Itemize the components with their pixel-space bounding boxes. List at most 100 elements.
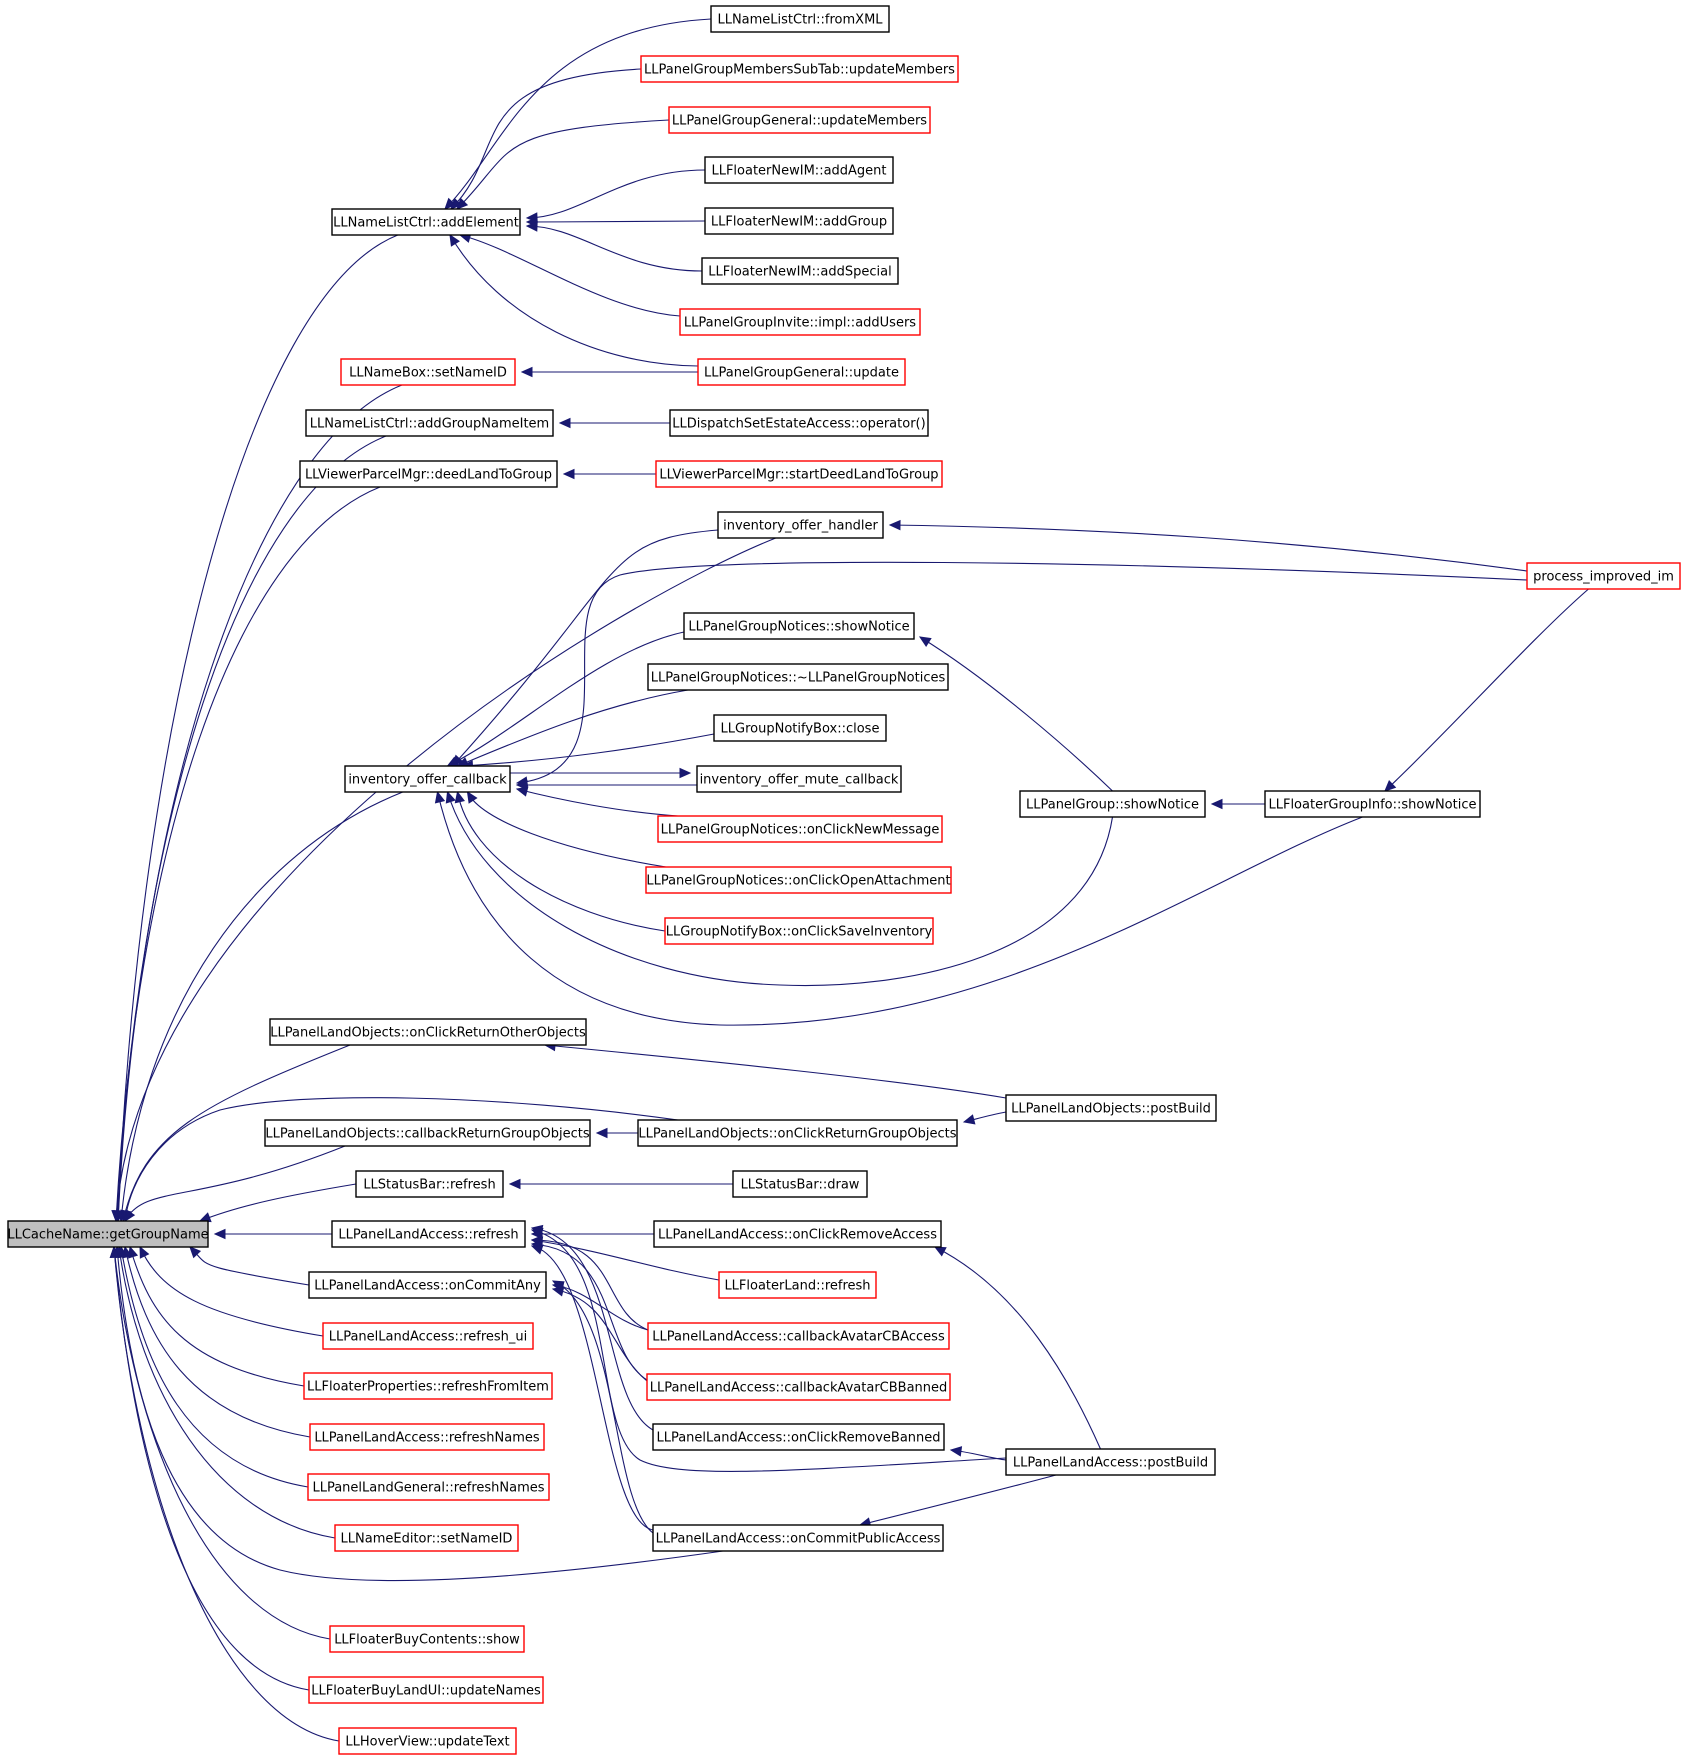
edge-path [531,1243,648,1381]
node-plaPostBuild[interactable]: LLPanelLandAccess::postBuild [1005,1448,1216,1476]
edge-pgShowNotice-to-showNoticePGN [918,636,1113,792]
node-addAgent[interactable]: LLFloaterNewIM::addAgent [704,156,894,184]
arrowhead [444,197,457,210]
node-setNameID[interactable]: LLNameBox::setNameID [340,358,516,386]
node-sbRefresh[interactable]: LLStatusBar::refresh [355,1170,504,1198]
node-cbAvatarAccess[interactable]: LLPanelLandAccess::callbackAvatarCBAcces… [647,1322,950,1350]
node-plaRefreshNames[interactable]: LLPanelLandAccess::refreshNames [309,1423,545,1451]
edge-sbDraw-to-sbRefresh [508,1178,733,1190]
node-box [309,1423,545,1451]
edge-onClickOpenAtt-to-invCallback [466,790,667,868]
node-box [653,1220,942,1248]
node-label: LLPanelLandGeneral::refreshNames [312,1481,544,1496]
arrowhead [515,786,529,797]
edge-cbAvatarBanned-to-plaOnCommitAny [551,1286,648,1382]
node-cbAvatarBanned[interactable]: LLPanelLandAccess::callbackAvatarCBBanne… [646,1373,951,1401]
node-plaOnCommitAny[interactable]: LLPanelLandAccess::onCommitAny [308,1271,547,1299]
node-label: LLFloaterNewIM::addGroup [711,215,887,230]
node-flRefresh[interactable]: LLFloaterLand::refresh [718,1271,877,1299]
node-label: LLFloaterLand::refresh [724,1279,870,1294]
node-plaRefreshUI[interactable]: LLPanelLandAccess::refresh_ui [322,1322,534,1350]
node-plgRefreshNames[interactable]: LLPanelLandGeneral::refreshNames [307,1473,550,1501]
edge-path [199,1183,357,1222]
arrowhead [679,767,692,779]
arrowhead [1384,779,1397,792]
node-startDeed[interactable]: LLViewerParcelMgr::startDeedLandToGroup [655,460,943,488]
node-label: LLPanelLandAccess::refresh_ui [329,1330,528,1345]
edge-path [516,561,1528,784]
node-cbRetGroup[interactable]: LLPanelLandObjects::callbackReturnGroupO… [264,1119,591,1147]
node-fbcShow[interactable]: LLFloaterBuyContents::show [329,1625,525,1653]
edge-fgiShowNotice-to-invCallback [434,790,1363,1026]
node-showNoticePGN[interactable]: LLPanelGroupNotices::showNotice [683,612,915,640]
node-box [704,207,894,235]
node-onClickRetGroup[interactable]: LLPanelLandObjects::onClickReturnGroupOb… [637,1119,958,1147]
edge-fblUpdateNames-to-root [109,1245,310,1691]
node-root[interactable]: LLCacheName::getGroupName [7,1220,209,1248]
node-label: LLPanelGroup::showNotice [1026,798,1199,813]
node-onClickRetOther[interactable]: LLPanelLandObjects::onClickReturnOtherOb… [269,1018,587,1046]
edge-path [117,234,399,1222]
arrowhead [434,790,446,804]
node-box [640,55,959,83]
node-box [657,815,943,843]
node-gnbClose[interactable]: LLGroupNotifyBox::close [713,714,887,742]
edge-path [531,1229,1007,1472]
node-box [655,460,943,488]
node-fblUpdateNames[interactable]: LLFloaterBuyLandUI::updateNames [308,1676,544,1704]
node-label: LLPanelLandObjects::onClickReturnOtherOb… [270,1026,586,1041]
edge-invCallback-to-root [116,791,403,1223]
node-plaOnClickRemoveBanned[interactable]: LLPanelLandAccess::onClickRemoveBanned [652,1423,945,1451]
node-invCallback[interactable]: inventory_offer_callback [344,765,511,793]
edge-path [129,1246,305,1387]
node-invMute[interactable]: inventory_offer_mute_callback [696,765,902,793]
arrowhead [139,1245,150,1259]
node-onClickNewMsg[interactable]: LLPanelGroupNotices::onClickNewMessage [657,815,943,843]
edge-path [1384,588,1589,792]
node-box [647,1322,950,1350]
arrowhead [562,468,575,480]
node-fromXML[interactable]: LLNameListCtrl::fromXML [710,5,890,33]
edge-path [117,384,403,1222]
edge-invCallback-to-invMute [510,767,692,779]
node-fgiShowNotice[interactable]: LLFloaterGroupInfo::showNotice [1264,790,1481,818]
node-hvUpdateText[interactable]: LLHoverView::updateText [338,1727,517,1755]
node-addUsers[interactable]: LLPanelGroupInvite::impl::addUsers [679,308,921,336]
edge-cbAvatarAccess-to-plaOnCommitAny [551,1281,649,1331]
edge-cbRetGroup-to-root [124,1145,346,1223]
edge-path [113,1246,340,1742]
node-dispatchOp[interactable]: LLDispatchSetEstateAccess::operator() [669,409,929,437]
node-label: LLPanelGroupNotices::onClickOpenAttachme… [646,874,950,889]
arrowhead [962,1114,976,1125]
edge-fromXML-to-addElement [444,18,712,210]
node-neSetNameID[interactable]: LLNameEditor::setNameID [334,1524,519,1552]
node-dtorPGN[interactable]: LLPanelGroupNotices::~LLPanelGroupNotice… [647,663,949,691]
node-addElement[interactable]: LLNameListCtrl::addElement [331,208,521,236]
node-onClickOpenAtt[interactable]: LLPanelGroupNotices::onClickOpenAttachme… [645,866,952,894]
node-box [652,1524,944,1552]
node-processIM[interactable]: process_improved_im [1526,562,1681,590]
edge-path [447,631,685,767]
node-label: LLPanelLandAccess::callbackAvatarCBAcces… [652,1330,945,1345]
node-plaOnClickRemoveAccess[interactable]: LLPanelLandAccess::onClickRemoveAccess [653,1220,942,1248]
node-addSpecial[interactable]: LLFloaterNewIM::addSpecial [701,257,899,285]
node-ploPostBuild[interactable]: LLPanelLandObjects::postBuild [1005,1094,1217,1122]
node-box [717,511,884,539]
node-pgmsUpdateMembers[interactable]: LLPanelGroupMembersSubTab::updateMembers [640,55,959,83]
node-deedLand[interactable]: LLViewerParcelMgr::deedLandToGroup [299,460,558,488]
node-onClickSaveInv[interactable]: LLGroupNotifyBox::onClickSaveInventory [664,917,934,945]
node-invHandler[interactable]: inventory_offer_handler [717,511,884,539]
node-pggUpdateMembers[interactable]: LLPanelGroupGeneral::updateMembers [668,106,931,134]
edge-path [124,1145,346,1222]
node-fpRefreshFromItem[interactable]: LLFloaterProperties::refreshFromItem [303,1372,553,1400]
node-addGroupNameItem[interactable]: LLNameListCtrl::addGroupNameItem [305,409,554,437]
node-plaRefresh[interactable]: LLPanelLandAccess::refresh [331,1220,526,1248]
node-plaOnCommitPublic[interactable]: LLPanelLandAccess::onCommitPublicAccess [652,1524,944,1552]
node-addGroup[interactable]: LLFloaterNewIM::addGroup [704,207,894,235]
edge-pggUpdateMembers-to-addElement [456,119,670,210]
edge-path [889,524,1528,572]
node-sbDraw[interactable]: LLStatusBar::draw [732,1170,868,1198]
node-pgShowNotice[interactable]: LLPanelGroup::showNotice [1019,790,1206,818]
edge-invMute-to-invCallback [515,779,697,791]
node-pggUpdate[interactable]: LLPanelGroupGeneral::update [697,358,906,386]
